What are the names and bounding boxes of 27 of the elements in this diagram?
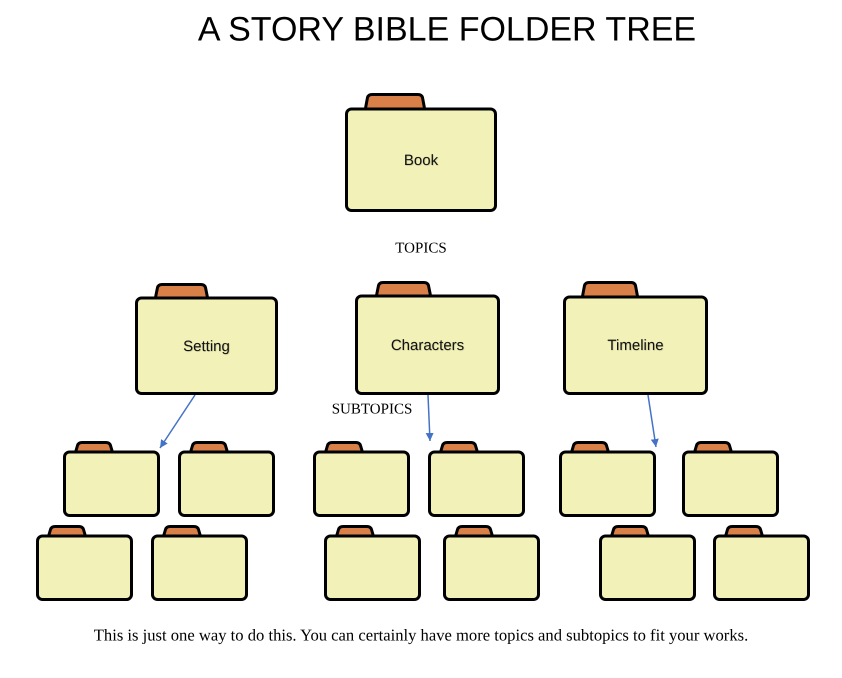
- section-label: SUBTOPICS: [332, 401, 412, 419]
- folder-label: Book: [404, 152, 438, 170]
- folder: [355, 281, 500, 395]
- folder: [313, 441, 410, 517]
- arrow: [159, 394, 196, 448]
- folder: [563, 281, 708, 395]
- caption: This is just one way to do this. You can certainly have more topics and subtopics to fit your works.: [94, 625, 748, 645]
- folder: [443, 525, 540, 601]
- folder-label: Timeline: [607, 337, 664, 355]
- folder: [63, 441, 160, 517]
- arrow: [647, 394, 659, 448]
- folder: [178, 441, 275, 517]
- folder: [135, 283, 278, 395]
- folder: [559, 441, 656, 517]
- arrow: [426, 394, 434, 442]
- folder: [713, 525, 810, 601]
- folder: [428, 441, 525, 517]
- folder: [599, 525, 696, 601]
- folder: [151, 525, 248, 601]
- folder: [345, 93, 497, 212]
- title: A STORY BIBLE FOLDER TREE: [198, 10, 696, 50]
- folder: [682, 441, 779, 517]
- section-label: TOPICS: [395, 240, 447, 258]
- folder-label: Setting: [183, 338, 230, 356]
- folder: [36, 525, 133, 601]
- folder: [324, 525, 421, 601]
- folder-label: Characters: [390, 336, 464, 354]
